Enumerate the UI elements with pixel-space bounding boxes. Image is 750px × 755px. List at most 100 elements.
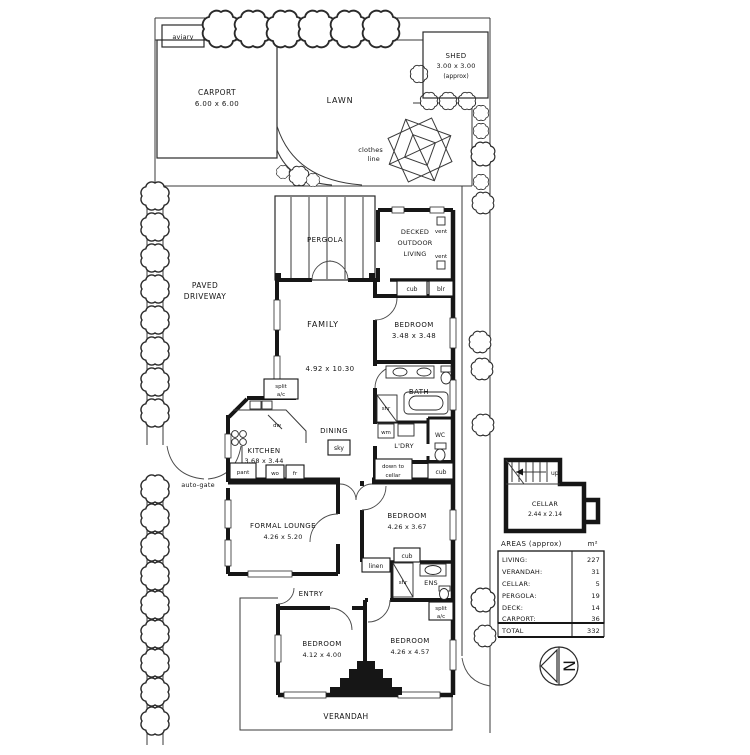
split-ac-label-1b: a/c bbox=[277, 392, 285, 398]
pantry-box bbox=[229, 462, 257, 480]
up-arrow-icon bbox=[516, 468, 523, 476]
areas-row-label: CELLAR: bbox=[502, 580, 530, 588]
pergola-label: PERGOLA bbox=[307, 236, 343, 244]
toilet-tank bbox=[440, 365, 452, 373]
cub-label-2: cub bbox=[436, 469, 447, 476]
pergola-structure bbox=[274, 195, 376, 281]
decked-label-3: LIVING bbox=[403, 250, 426, 258]
areas-row-label: LIVING: bbox=[502, 556, 527, 564]
family-label: FAMILY bbox=[307, 320, 339, 329]
wall-oven-box bbox=[265, 464, 285, 480]
bedroom3-dim: 4.12 x 4.00 bbox=[302, 651, 341, 659]
pant-label: pant bbox=[237, 470, 250, 476]
areas-row-label: PERGOLA: bbox=[502, 592, 537, 600]
decked-label-1: DECKED bbox=[401, 228, 429, 236]
vent-label-1: vent bbox=[435, 229, 448, 235]
washing-machine-box bbox=[377, 423, 395, 439]
cellar-dim: 2.44 x 2.14 bbox=[528, 511, 562, 518]
family-dim: 4.92 x 10.30 bbox=[305, 365, 354, 373]
dining-label: DINING bbox=[320, 427, 348, 435]
bedroom1-dim: 3.48 x 3.48 bbox=[392, 332, 436, 340]
ens-basin bbox=[424, 565, 442, 575]
down-to-cellar-box bbox=[374, 458, 413, 481]
split-ac-label-2a: split bbox=[435, 606, 447, 612]
shed-label: SHED bbox=[445, 52, 466, 60]
boiler-box bbox=[428, 280, 454, 297]
shr-label-1: shr bbox=[382, 406, 391, 412]
wm-label: wm bbox=[381, 430, 391, 436]
areas-row-label: CARPORT: bbox=[502, 615, 536, 623]
lawn-label: LAWN bbox=[327, 96, 354, 105]
cupboard-box-2 bbox=[427, 462, 454, 480]
decked-label-2: OUTDOOR bbox=[398, 239, 433, 247]
cellar-up-label: up bbox=[551, 470, 559, 477]
vent-box-1 bbox=[436, 216, 446, 226]
skylight-box bbox=[327, 439, 351, 456]
aviary-label: aviary bbox=[172, 33, 193, 41]
down-to-cellar-label-2: cellar bbox=[385, 473, 401, 479]
ens-toilet bbox=[439, 588, 449, 600]
wc-label: WC bbox=[435, 432, 445, 439]
entry-label: ENTRY bbox=[299, 590, 324, 598]
kitchen-label: KITCHEN bbox=[247, 447, 280, 455]
clothes-line-icon bbox=[387, 117, 453, 183]
cub-label-3: cub bbox=[402, 553, 413, 560]
fr-label: fr bbox=[293, 471, 298, 477]
auto-gate-label: auto-gate bbox=[181, 481, 215, 489]
fridge-box bbox=[285, 464, 305, 480]
ens-label: ENS bbox=[424, 579, 438, 587]
clothes-line-label-2: line bbox=[367, 155, 380, 163]
split-ac-box-2 bbox=[428, 601, 454, 621]
areas-row-value: 36 bbox=[591, 615, 600, 623]
linen-box bbox=[361, 557, 391, 573]
areas-total-value: 332 bbox=[587, 627, 600, 635]
paved-driveway-label-2: DRIVEWAY bbox=[184, 292, 226, 301]
verandah-outline bbox=[239, 597, 453, 731]
compass-north-label: N bbox=[560, 660, 579, 672]
dw-label: dw bbox=[273, 423, 281, 429]
clothes-line-label-1: clothes bbox=[358, 146, 383, 154]
fixtures bbox=[229, 216, 454, 621]
areas-unit: m² bbox=[588, 540, 598, 548]
areas-row-value: 14 bbox=[591, 604, 600, 612]
shr-label-2: shr bbox=[399, 580, 408, 586]
carport-label: CARPORT bbox=[198, 88, 236, 97]
shed bbox=[422, 31, 489, 99]
cellar-structure bbox=[503, 457, 601, 534]
cupboard-box-1 bbox=[396, 280, 428, 297]
carport-dim: 6.00 x 6.00 bbox=[195, 100, 239, 108]
north-compass-icon: N bbox=[539, 646, 579, 686]
areas-row-label: VERANDAH: bbox=[502, 568, 542, 576]
down-to-cellar-label-1: down to bbox=[382, 464, 405, 470]
house-walls bbox=[224, 206, 457, 699]
split-ac-label-1a: split bbox=[275, 384, 287, 390]
formal-lounge-label: FORMAL LOUNGE bbox=[250, 522, 316, 530]
bedroom2-dim: 4.26 x 3.67 bbox=[387, 523, 426, 531]
bedroom3-label: BEDROOM bbox=[302, 640, 341, 648]
cub-label-1: cub bbox=[407, 286, 418, 293]
toilet bbox=[440, 371, 452, 385]
bedroom4-label: BEDROOM bbox=[390, 637, 429, 645]
blr-label: blr bbox=[437, 286, 445, 293]
paved-driveway-label-1: PAVED bbox=[192, 281, 218, 290]
bath-label: BATH bbox=[409, 388, 429, 396]
ldry-label: L'DRY bbox=[394, 442, 413, 450]
wo-label: wo bbox=[271, 471, 279, 477]
bedroom2-label: BEDROOM bbox=[387, 512, 426, 520]
areas-total-label: TOTAL bbox=[501, 627, 524, 635]
side-gate-arc bbox=[461, 657, 491, 687]
areas-row-value: 19 bbox=[591, 592, 600, 600]
verandah-label: VERANDAH bbox=[323, 712, 368, 721]
areas-table bbox=[497, 550, 605, 638]
split-ac-box-1 bbox=[263, 378, 299, 400]
areas-title: AREAS (approx) bbox=[501, 540, 562, 548]
shed-note: (approx) bbox=[443, 73, 468, 80]
wc-toilet bbox=[434, 448, 446, 462]
vent-label-2: vent bbox=[435, 254, 448, 260]
areas-row-value: 227 bbox=[587, 556, 600, 564]
vent-box-2 bbox=[436, 260, 446, 270]
cellar-label: CELLAR bbox=[532, 500, 558, 508]
areas-row-label: DECK: bbox=[502, 604, 523, 612]
